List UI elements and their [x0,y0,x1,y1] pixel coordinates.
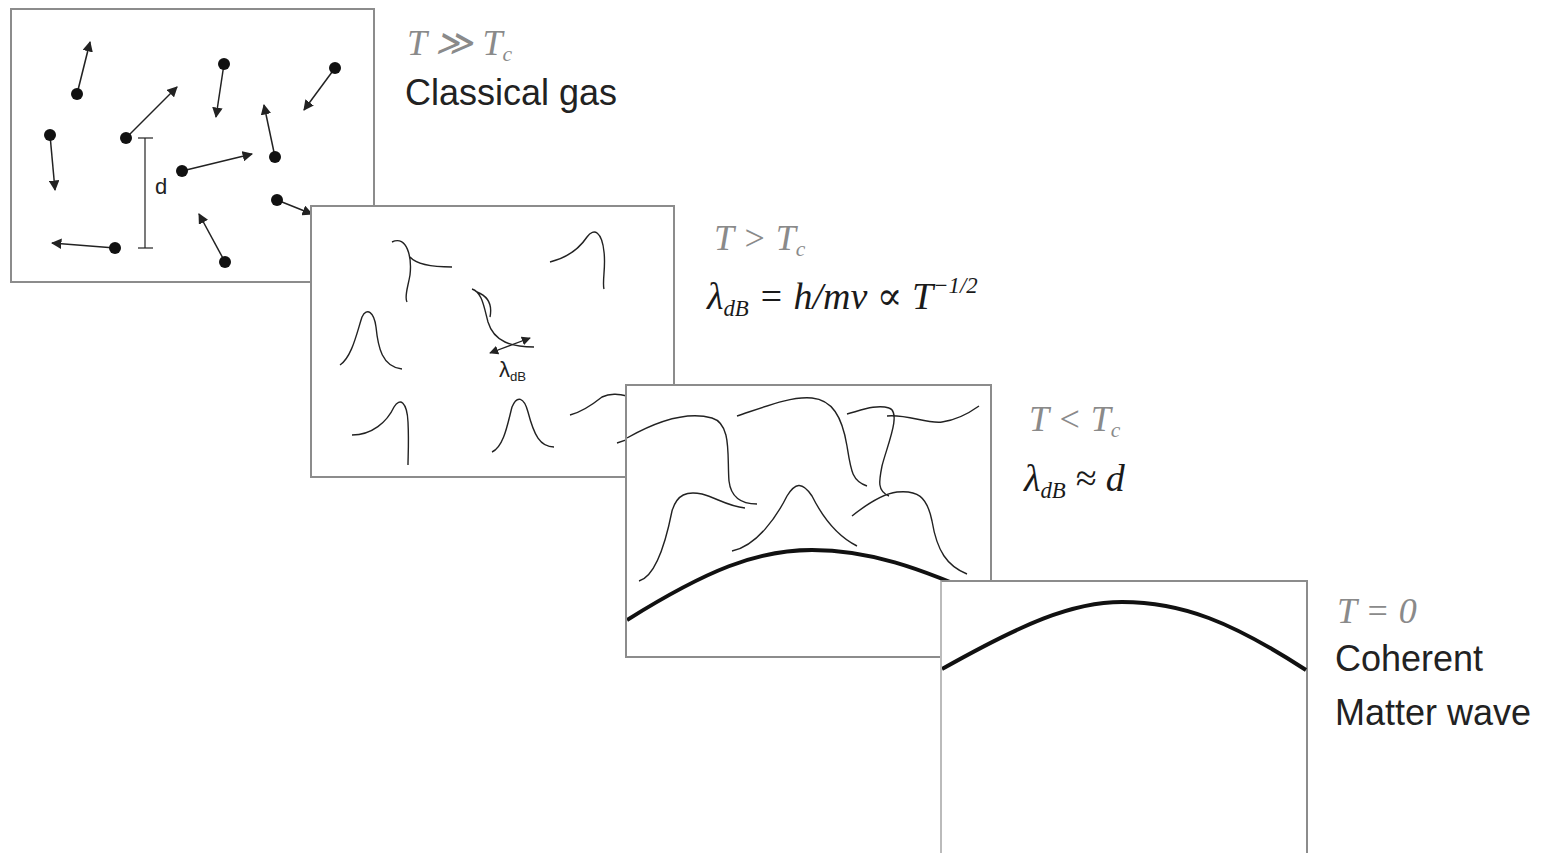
temperature-condition: T = 0 [1337,590,1417,632]
coherent-wave [942,582,1310,853]
wave-packets [312,207,677,480]
spacing-label: d [154,174,168,200]
wavelength-formula: λdB = h/mv ∝ T−1/2 [707,273,978,322]
temperature-condition: T < Tc [1029,398,1120,443]
temperature-panel: T > TcλdB = h/mv ∝ T−1/2λdB [310,205,675,478]
state-label: Classical gas [405,72,617,114]
temperature-condition: T > Tc [714,217,805,262]
overlapping-waves [627,386,994,660]
temperature-condition: T ≫ Tc [407,22,512,67]
state-label: Coherent Matter wave [1335,632,1560,740]
temperature-panel: T = 0Coherent Matter wave [940,580,1308,853]
wavelength-label: λdB [498,357,527,384]
temperature-panel: T < TcλdB ≈ d [625,384,992,658]
wavelength-relation: λdB ≈ d [1024,456,1125,504]
